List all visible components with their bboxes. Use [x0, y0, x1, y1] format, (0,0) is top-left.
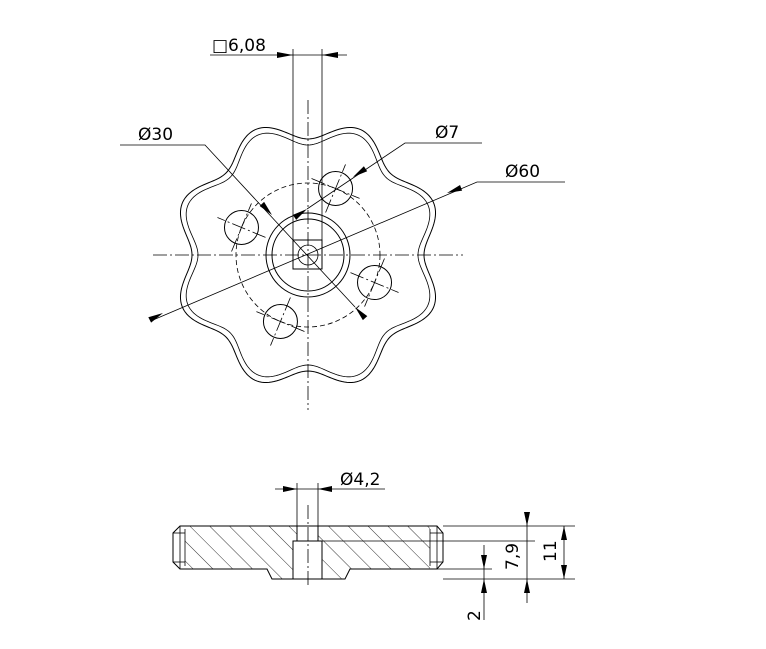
- mounting-hole: [262, 304, 298, 340]
- arrowhead: [292, 209, 307, 220]
- dimension-outer: Ø60: [148, 162, 565, 323]
- mounting-hole: [223, 209, 259, 245]
- mounting-hole: [357, 265, 393, 301]
- dimension-bore: Ø4,2: [275, 470, 385, 492]
- dim-text-outer: Ø60: [505, 162, 540, 182]
- mounting-hole: [318, 170, 354, 206]
- dimension-step: 2: [465, 545, 487, 621]
- dim-text-hole: Ø7: [435, 123, 459, 143]
- dim-text-total-height: 11: [541, 540, 561, 562]
- dim-text-square: □6,08: [212, 36, 266, 56]
- dim-text-depth: 7,9: [503, 543, 523, 570]
- arrowhead: [259, 201, 272, 215]
- bolt-circle: [235, 182, 381, 328]
- hole-centerline: [231, 203, 252, 252]
- arrowhead: [148, 313, 163, 323]
- top-view: □6,08 Ø30 Ø7 Ø60: [120, 36, 565, 410]
- section-view: Ø4,2 11 7,9 2: [172, 470, 575, 621]
- counterbore: [292, 540, 323, 580]
- dimension-depth: 7,9: [503, 512, 530, 603]
- square-socket: [292, 239, 323, 270]
- dim-text-step: 2: [465, 610, 485, 621]
- holes: [217, 164, 399, 346]
- hole-centerline: [256, 311, 305, 332]
- dim-text-bolt-circle: Ø30: [138, 125, 173, 145]
- dimension-hole: Ø7: [292, 123, 482, 220]
- arrowhead: [353, 166, 368, 177]
- dimension-bolt-circle: Ø30: [120, 125, 368, 321]
- dimension-total-height: 11: [541, 526, 567, 579]
- dimension-square: □6,08: [210, 36, 347, 58]
- hub-outer-circle: [265, 212, 351, 298]
- hub-inner-circle: [271, 218, 345, 292]
- dim-text-bore: Ø4,2: [340, 470, 380, 490]
- arrowhead: [447, 185, 463, 193]
- hole-centerline: [311, 178, 360, 199]
- hole-centerline: [364, 258, 385, 307]
- arrowhead: [355, 307, 368, 321]
- bore-circle: [297, 244, 319, 266]
